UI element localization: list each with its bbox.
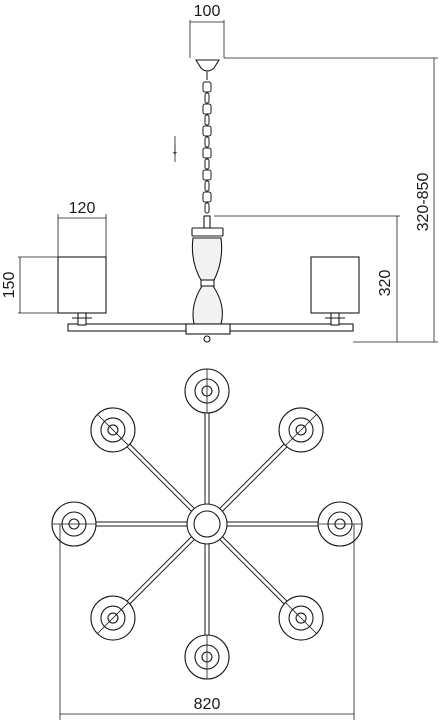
chain-adjust-arrow: ↓ <box>171 141 179 158</box>
body-height-label: 320 <box>377 270 394 297</box>
arm-edge <box>222 446 288 512</box>
lamps-top <box>51 368 363 680</box>
arm-edge <box>126 536 192 602</box>
chain <box>202 81 212 214</box>
right-lamp <box>310 256 360 326</box>
arm-edge <box>219 539 285 605</box>
overall-diameter-dimension: 820 <box>59 524 355 720</box>
arm-edge <box>222 536 288 602</box>
chain-link <box>202 169 212 181</box>
chain-link <box>202 81 212 93</box>
lamp-axis <box>285 414 317 446</box>
upper-bulb <box>191 237 223 283</box>
chain-link <box>202 103 212 115</box>
lamp-axis <box>97 602 129 634</box>
body-hook <box>203 215 211 229</box>
body-height-dimension: 320 <box>214 215 400 343</box>
left-shade <box>57 256 107 314</box>
chain-link <box>204 158 210 170</box>
shade-width-dimension: 120 <box>57 200 107 257</box>
center-hub-inner <box>193 510 221 538</box>
left-lamp-holder <box>77 312 87 326</box>
shade-height-label: 150 <box>1 272 18 299</box>
right-shade <box>310 256 360 314</box>
lamp-top <box>90 595 136 641</box>
chain-link <box>202 125 212 137</box>
arm-edge <box>129 443 195 509</box>
chain-link <box>204 136 210 148</box>
side-view: 100 ↓ <box>1 3 438 343</box>
bottom-finial <box>203 335 211 343</box>
chain-link <box>204 180 210 192</box>
total-height-label: 320-850 <box>415 173 432 232</box>
lamp-axis <box>97 414 129 446</box>
lamp-axis <box>285 602 317 634</box>
top-view: 820 <box>51 368 363 720</box>
body-neck <box>200 279 215 287</box>
lamp-top <box>278 407 324 453</box>
total-height-dimension: 320-850 <box>224 57 438 343</box>
right-lamp-holder <box>330 312 340 326</box>
lamp-top <box>51 501 97 547</box>
lamp-top <box>90 407 136 453</box>
arm-edge <box>126 446 192 512</box>
lamp-top <box>278 595 324 641</box>
arm-edge <box>129 539 195 605</box>
overall-diameter-label: 820 <box>194 696 221 713</box>
shade-height-dimension: 150 <box>1 256 58 314</box>
chain-link <box>204 114 210 126</box>
chain-adjust-marker: ↓ <box>171 136 179 162</box>
arm-edge <box>219 443 285 509</box>
arms <box>96 413 318 635</box>
body-top-cap <box>191 227 224 237</box>
chain-link <box>202 147 212 159</box>
chain-link <box>204 202 210 214</box>
canopy-width-label: 100 <box>194 3 221 20</box>
chain-link <box>202 191 212 203</box>
hub-ring <box>185 323 231 335</box>
lower-bulb <box>192 285 223 325</box>
ceiling-canopy <box>195 59 220 72</box>
chain-link <box>204 92 210 104</box>
canopy-width-dimension: 100 <box>189 3 225 58</box>
lamp-top <box>184 368 230 414</box>
shade-width-label: 120 <box>69 200 96 217</box>
left-lamp <box>57 256 107 326</box>
lamp-top <box>317 501 363 547</box>
lamp-top <box>184 634 230 680</box>
